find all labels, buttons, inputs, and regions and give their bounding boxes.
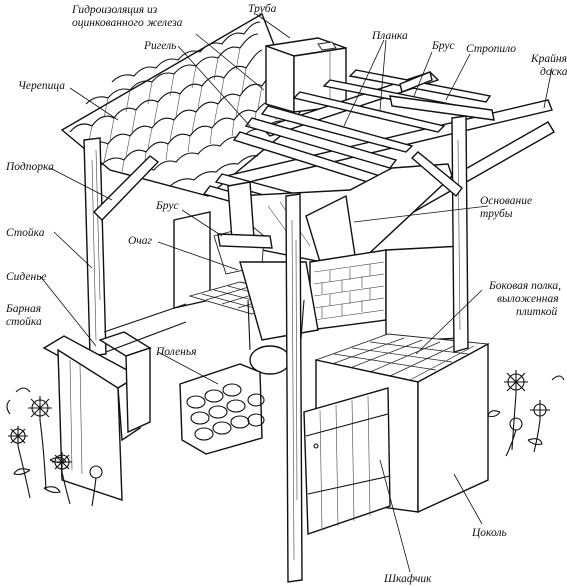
labels: Черепица Гидроизоляция из оцинкованного … (5, 3, 567, 585)
label-edge-board-1: Крайняя (530, 52, 567, 65)
label-pipe-base-1: Основание (480, 195, 532, 207)
leader-lines (39, 13, 553, 573)
label-bar-counter-2: стойка (6, 315, 42, 328)
back-bench (103, 303, 187, 353)
label-support: Подпорка (5, 161, 54, 173)
flowers-right (487, 370, 565, 457)
label-edge-board-2: доска (540, 66, 567, 78)
label-plinth: Цоколь (471, 527, 507, 539)
label-side-shelf-1: Боковая полка, (488, 280, 561, 292)
label-side-shelf-2: выложенная (497, 293, 559, 305)
label-cabinet: Шкафчик (383, 573, 432, 585)
label-firewood: Поленья (155, 346, 196, 358)
label-post: Стойка (6, 226, 45, 239)
bar-counter (42, 331, 152, 501)
label-side-shelf-3: плиткой (516, 305, 558, 318)
label-pipe: Труба (248, 3, 277, 15)
label-beam-mid: Брус (155, 200, 179, 212)
post-right (410, 115, 469, 353)
label-tile-roof: Черепица (18, 80, 65, 92)
label-crossbar: Ригель (143, 40, 176, 52)
label-seat: Сиденье (6, 271, 47, 283)
flowers-left (6, 387, 103, 507)
column-chimney-lower (239, 261, 319, 375)
post-left (83, 137, 160, 357)
label-hearth: Очаг (128, 235, 153, 247)
label-plank: Планка (371, 30, 408, 42)
label-waterproofing-1: Гидроизоляция из (71, 4, 158, 16)
label-rafter: Стропило (466, 43, 516, 55)
label-waterproofing-2: оцинкованного железа (72, 17, 183, 29)
label-beam-top: Брус (431, 40, 455, 52)
label-pipe-base-2: трубы (480, 208, 513, 220)
post-front (285, 193, 303, 583)
label-bar-counter-1: Барная (5, 303, 41, 315)
post-back-left (217, 181, 273, 249)
plinth-cabinet (303, 342, 489, 535)
firewood (179, 363, 265, 455)
